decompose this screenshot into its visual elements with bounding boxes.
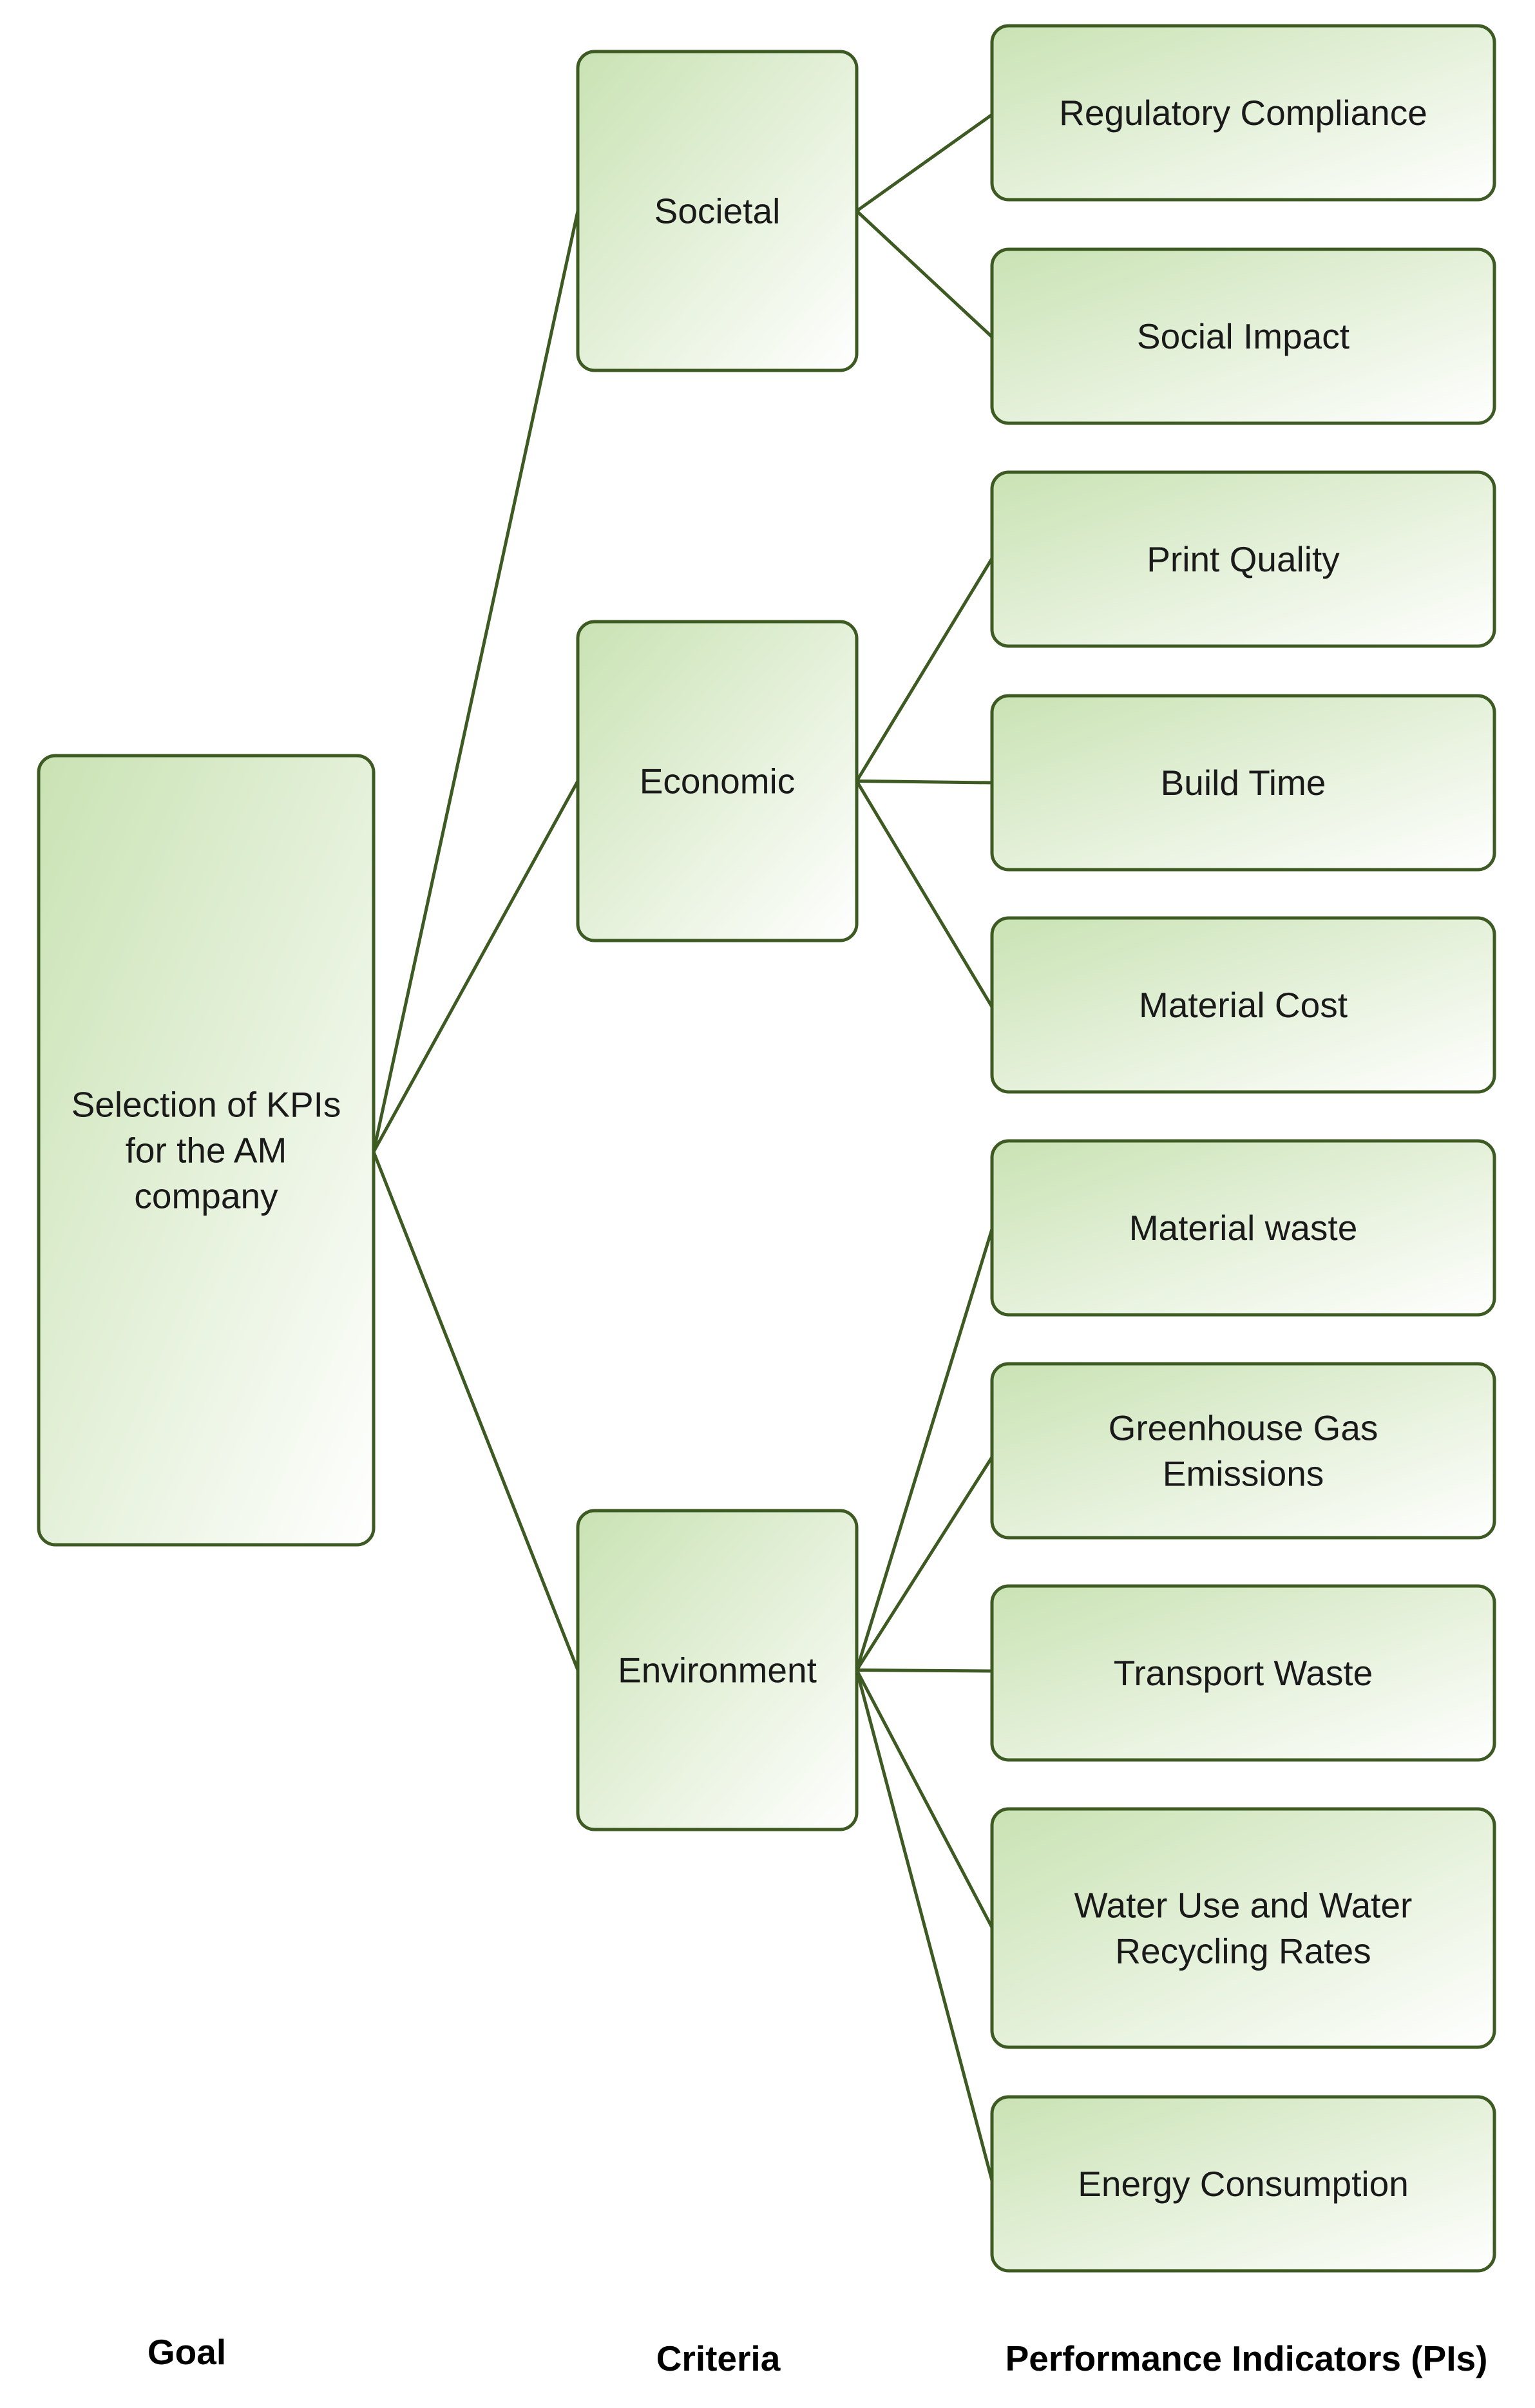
connector-environment-to-water-use xyxy=(855,1669,994,1929)
connector-environment-to-material-waste xyxy=(855,1228,994,1671)
criteria-node-economic-label-line-1: Economic xyxy=(640,761,795,801)
indicator-node-build-time-label-line-1: Build Time xyxy=(1161,763,1326,803)
criteria-node-environment-label-line-1: Environment xyxy=(618,1650,817,1690)
criteria-node-societal-box xyxy=(576,50,859,372)
connector-environment-to-transport-waste xyxy=(856,1668,993,1673)
goal-node-label-line-2: for the AM xyxy=(126,1131,287,1171)
criteria-node-societal: Societal xyxy=(576,50,859,372)
indicator-node-transport-waste-box xyxy=(990,1584,1496,1762)
indicator-node-energy-consumption: Energy Consumption xyxy=(990,2095,1496,2273)
indicator-node-material-cost: Material Cost xyxy=(990,916,1496,1094)
indicator-node-transport-waste-label-line-1: Transport Waste xyxy=(1114,1653,1373,1693)
indicator-node-greenhouse-gas-emissions-label-line-1: Greenhouse Gas xyxy=(1109,1408,1378,1448)
column-label-criteria: Criteria xyxy=(656,2338,781,2378)
column-label-goal: Goal xyxy=(148,2332,226,2372)
connector-goal-to-economic xyxy=(372,780,580,1153)
criteria-node-environment-box xyxy=(576,1509,859,1831)
connector-environment-to-energy-consumption xyxy=(855,1669,994,2181)
connector-societal-to-social-impact xyxy=(855,209,993,338)
indicator-node-print-quality-box xyxy=(990,470,1496,648)
nodes: Selection of KPIs for the AM company Societ… xyxy=(37,24,1496,2273)
indicator-node-material-waste-box xyxy=(990,1139,1496,1317)
indicator-node-social-impact: Social Impact xyxy=(990,247,1496,425)
indicator-node-energy-consumption-box xyxy=(990,2095,1496,2273)
indicator-node-social-impact-label-line-1: Social Impact xyxy=(1137,316,1349,356)
indicator-node-build-time-box xyxy=(990,694,1496,872)
connector-economic-to-print-quality xyxy=(855,557,994,782)
connector-goal-to-environment xyxy=(372,1151,580,1671)
goal-node-box xyxy=(37,754,376,1547)
connector-economic-to-material-cost xyxy=(855,780,994,1008)
indicator-node-regulatory-compliance-box xyxy=(990,24,1496,202)
connector-societal-to-regulatory-compliance xyxy=(855,113,993,213)
criteria-node-economic-box xyxy=(576,620,859,942)
column-label-indicators: Performance Indicators (PIs) xyxy=(1006,2338,1488,2378)
indicator-node-material-waste: Material waste xyxy=(990,1139,1496,1317)
indicator-node-greenhouse-gas-emissions-label-line-2: Emissions xyxy=(1163,1454,1324,1494)
indicator-node-material-cost-box xyxy=(990,916,1496,1094)
criteria-node-economic: Economic xyxy=(576,620,859,942)
indicator-node-water-use-label-line-2: Recycling Rates xyxy=(1115,1931,1371,1971)
indicator-node-material-waste-label-line-1: Material waste xyxy=(1129,1208,1358,1248)
goal-node: Selection of KPIs for the AM company xyxy=(37,754,376,1547)
indicator-node-transport-waste: Transport Waste xyxy=(990,1584,1496,1762)
indicator-node-water-use-label-line-1: Water Use and Water xyxy=(1074,1886,1413,1925)
connector-economic-to-build-time xyxy=(856,779,993,785)
connector-environment-to-greenhouse-gas-emissions xyxy=(855,1456,994,1671)
indicator-node-regulatory-compliance: Regulatory Compliance xyxy=(990,24,1496,202)
indicator-node-water-use-box xyxy=(990,1807,1496,2049)
indicator-node-social-impact-box xyxy=(990,247,1496,425)
indicator-node-material-cost-label-line-1: Material Cost xyxy=(1139,985,1348,1025)
indicator-node-build-time: Build Time xyxy=(990,694,1496,872)
goal-node-label-line-3: company xyxy=(134,1176,278,1216)
connector-goal-to-societal xyxy=(372,210,580,1152)
goal-node-label-line-1: Selection of KPIs xyxy=(72,1085,341,1125)
indicator-node-energy-consumption-label-line-1: Energy Consumption xyxy=(1078,2164,1409,2204)
indicator-node-greenhouse-gas-emissions-box xyxy=(990,1362,1496,1540)
column-labels: Goal Criteria Performance Indicators (PI… xyxy=(148,2332,1488,2378)
indicator-node-print-quality: Print Quality xyxy=(990,470,1496,648)
indicator-node-regulatory-compliance-label-line-1: Regulatory Compliance xyxy=(1059,93,1427,133)
indicator-node-print-quality-label-line-1: Print Quality xyxy=(1147,539,1340,579)
criteria-node-societal-label-line-1: Societal xyxy=(654,191,781,231)
criteria-node-environment: Environment xyxy=(576,1509,859,1831)
connectors xyxy=(372,113,994,2181)
